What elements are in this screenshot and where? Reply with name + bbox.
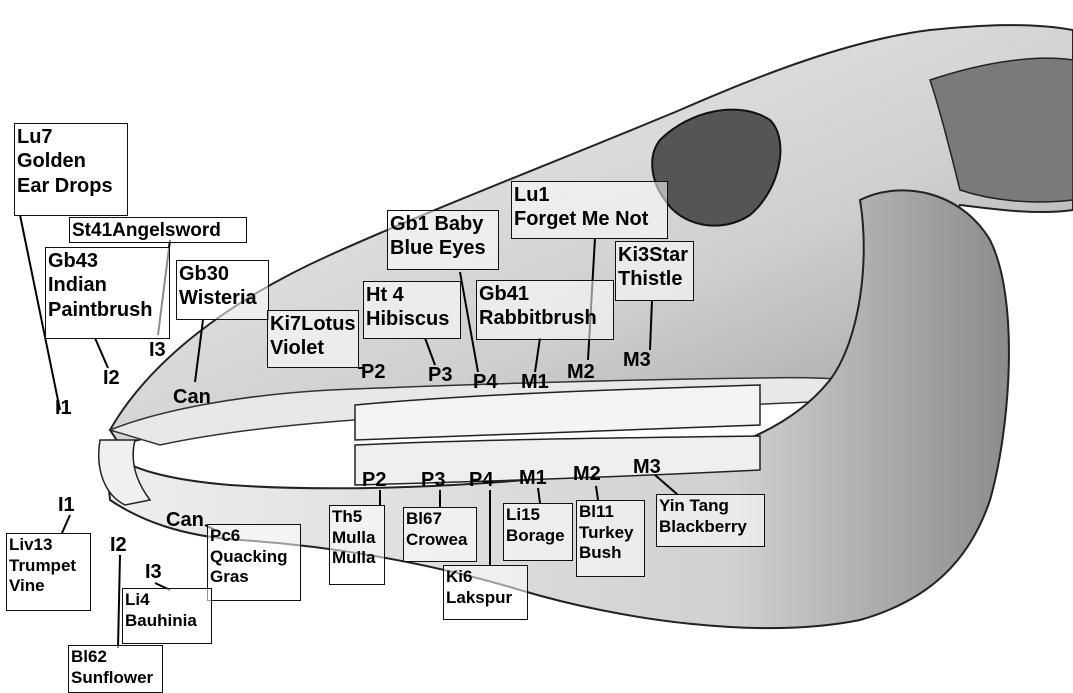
label-ki6: Ki6 Lakspur	[443, 565, 528, 620]
label-pc6: Pc6 Quacking Gras	[207, 524, 301, 601]
tooth-upper-m1: M1	[521, 372, 549, 392]
tooth-lower-m2: M2	[573, 464, 601, 484]
label-ki3: Ki3Star Thistle	[615, 241, 694, 301]
label-st41: St41Angelsword	[69, 217, 247, 243]
label-bl62: Bl62 Sunflower	[68, 645, 163, 693]
label-gb43: Gb43 Indian Paintbrush	[45, 247, 170, 339]
tooth-upper-can: Can	[173, 387, 211, 407]
leader-i1-lower	[62, 515, 70, 533]
tooth-lower-m1: M1	[519, 468, 547, 488]
label-lu7: Lu7 Golden Ear Drops	[14, 123, 128, 216]
tooth-lower-p2: P2	[362, 470, 386, 490]
label-ki7: Ki7Lotus Violet	[267, 310, 359, 368]
tooth-lower-can: Can	[166, 510, 204, 530]
label-li15: Li15 Borage	[503, 503, 573, 561]
tooth-lower-i1: I1	[58, 495, 75, 515]
label-yintang: Yin Tang Blackberry	[656, 494, 765, 547]
tooth-lower-i2: I2	[110, 535, 127, 555]
label-th5: Th5 Mulla Mulla	[329, 505, 385, 585]
tooth-lower-i3: I3	[145, 562, 162, 582]
label-bl11: Bl11 Turkey Bush	[576, 500, 645, 577]
label-gb30: Gb30 Wisteria	[176, 260, 269, 320]
label-gb1: Gb1 Baby Blue Eyes	[387, 210, 499, 270]
leader-gb43	[95, 338, 108, 368]
tooth-upper-m2: M2	[567, 362, 595, 382]
tooth-upper-p2: P2	[361, 362, 385, 382]
tooth-upper-m3: M3	[623, 350, 651, 370]
tooth-upper-p4: P4	[473, 372, 497, 392]
label-bl67: Bl67 Crowea	[403, 507, 477, 562]
label-li4: Li4 Bauhinia	[122, 588, 212, 644]
tooth-upper-i3: I3	[149, 340, 166, 360]
tooth-upper-i1: I1	[55, 398, 72, 418]
tooth-lower-m3: M3	[633, 457, 661, 477]
leader-i2-lower	[118, 555, 120, 648]
tooth-lower-p3: P3	[421, 470, 445, 490]
label-liv13: Liv13 Trumpet Vine	[6, 533, 91, 611]
label-lu1: Lu1 Forget Me Not	[511, 181, 668, 239]
tooth-upper-p3: P3	[428, 365, 452, 385]
tooth-upper-i2: I2	[103, 368, 120, 388]
tooth-lower-p4: P4	[469, 470, 493, 490]
label-ht4: Ht 4 Hibiscus	[363, 281, 461, 339]
label-gb41: Gb41 Rabbitbrush	[476, 280, 614, 340]
